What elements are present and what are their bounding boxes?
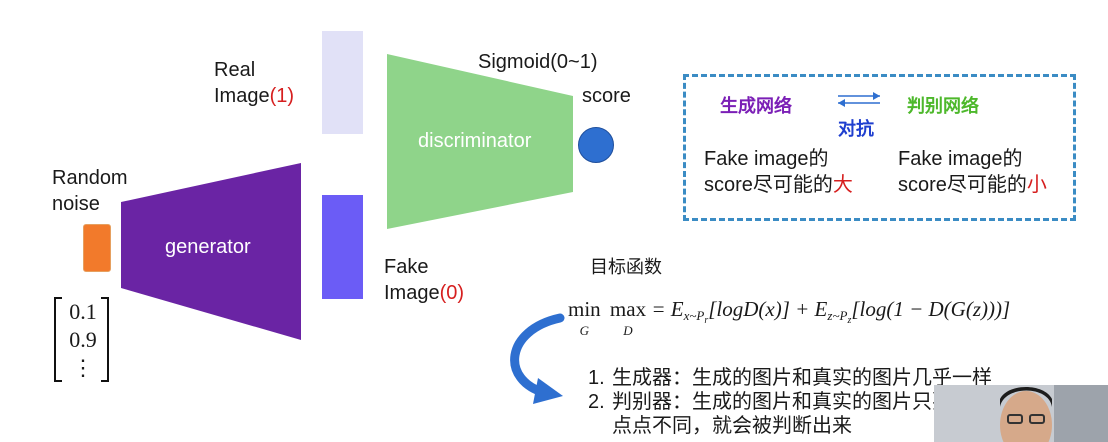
generator-trapezoid [121, 163, 301, 340]
generator-goal: Fake image的 score尽可能的大 [704, 148, 853, 196]
discriminator-label: discriminator [418, 130, 532, 152]
score-label: score [582, 85, 631, 107]
generator-label: generator [165, 236, 251, 258]
fake-image-label: Fake Image(0) [384, 256, 465, 304]
score-dot [578, 127, 614, 163]
noise-vector: 0.1 0.9 ⋮ [69, 299, 97, 380]
discriminator-trapezoid [387, 54, 573, 229]
curved-arrow-icon [510, 313, 565, 398]
generator-network-title: 生成网络 [720, 96, 792, 116]
fake-image-bar [322, 195, 363, 299]
list-item: 2.判别器：生成的图片和真实的图片只要有 [588, 391, 972, 413]
adversarial-label: 对抗 [838, 119, 874, 139]
objective-list: 1.生成器：生成的图片和真实的图片几乎一样 2.判别器：生成的图片和真实的图片只… [588, 366, 992, 438]
noise-block [83, 224, 111, 272]
adversarial-box [683, 74, 1076, 221]
random-noise-label: Random noise [52, 167, 128, 215]
fake-value: (0) [439, 282, 465, 304]
sigmoid-label: Sigmoid(0~1) [478, 51, 598, 73]
real-value: (1) [269, 85, 295, 107]
discriminator-goal: Fake image的 score尽可能的小 [898, 148, 1047, 196]
list-item: 1.生成器：生成的图片和真实的图片几乎一样 [588, 367, 992, 389]
generator-goal-emphasis: 大 [832, 174, 853, 196]
discriminator-goal-emphasis: 小 [1026, 174, 1047, 196]
discriminator-network-title: 判别网络 [907, 96, 979, 116]
presenter-avatar [934, 385, 1108, 442]
real-image-label: Real Image(1) [214, 59, 295, 107]
objective-formula: min G max D = Ex~Pr[logD(x)] + Ez~Pz[log… [568, 297, 1011, 338]
real-image-bar [322, 31, 363, 134]
objective-title: 目标函数 [590, 257, 662, 277]
webcam-overlay [934, 385, 1108, 442]
list-item: 点点不同，就会被判断出来 [612, 415, 852, 437]
